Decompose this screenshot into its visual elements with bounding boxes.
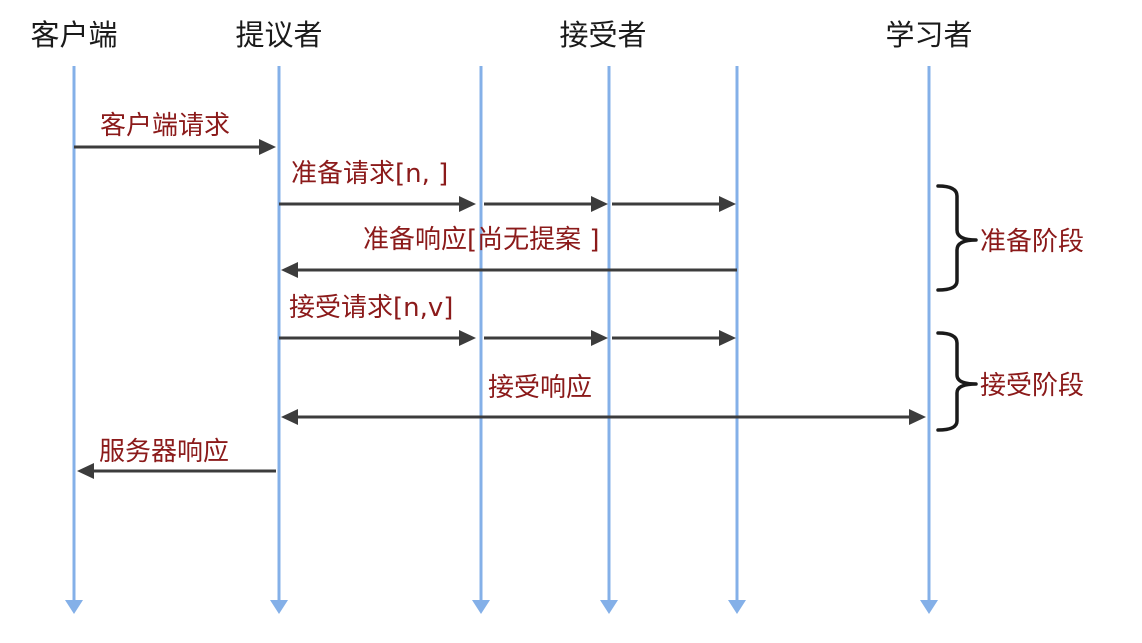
lifeline-arrowhead — [920, 600, 938, 614]
participant-proposer: 提议者 — [235, 18, 322, 52]
lifeline-acceptor-2 — [600, 66, 618, 614]
lifeline-arrowhead — [600, 600, 618, 614]
label-prepare-request: 准备请求[n, ] — [291, 159, 448, 189]
arrow-accept-response — [281, 409, 926, 425]
brace-prepare-phase — [936, 184, 978, 292]
lifeline-acceptor-1 — [472, 66, 490, 614]
arrow-accept-request-1 — [279, 330, 476, 346]
lifeline-learner — [920, 66, 938, 614]
label-accept-response: 接受响应 — [488, 373, 592, 403]
participant-client: 客户端 — [30, 18, 117, 52]
arrow-prepare-response — [281, 262, 737, 278]
label-prepare-phase: 准备阶段 — [980, 227, 1084, 257]
lifeline-arrowhead — [65, 600, 83, 614]
lifeline-client — [65, 66, 83, 614]
arrow-server-response — [77, 463, 276, 479]
lifeline-arrowhead — [270, 600, 288, 614]
arrow-accept-request-2 — [484, 330, 608, 346]
label-server-response: 服务器响应 — [99, 437, 229, 467]
label-accept-phase: 接受阶段 — [980, 371, 1084, 401]
arrow-client-request — [74, 139, 276, 155]
lifeline-arrowhead — [728, 600, 746, 614]
lifeline-acceptor-3 — [728, 66, 746, 614]
label-accept-request: 接受请求[n,v] — [289, 293, 453, 323]
participant-acceptor: 接受者 — [559, 18, 646, 52]
lifeline-proposer — [270, 66, 288, 614]
participant-learner: 学习者 — [885, 18, 972, 52]
arrow-accept-request-3 — [612, 330, 736, 346]
arrow-prepare-request-3 — [612, 196, 736, 212]
lifeline-arrowhead — [472, 600, 490, 614]
arrow-prepare-request-2 — [484, 196, 608, 212]
label-client-request: 客户端请求 — [100, 111, 230, 141]
brace-accept-phase — [936, 331, 978, 432]
label-prepare-response: 准备响应[尚无提案 ] — [363, 225, 600, 255]
arrow-prepare-request-1 — [279, 196, 476, 212]
